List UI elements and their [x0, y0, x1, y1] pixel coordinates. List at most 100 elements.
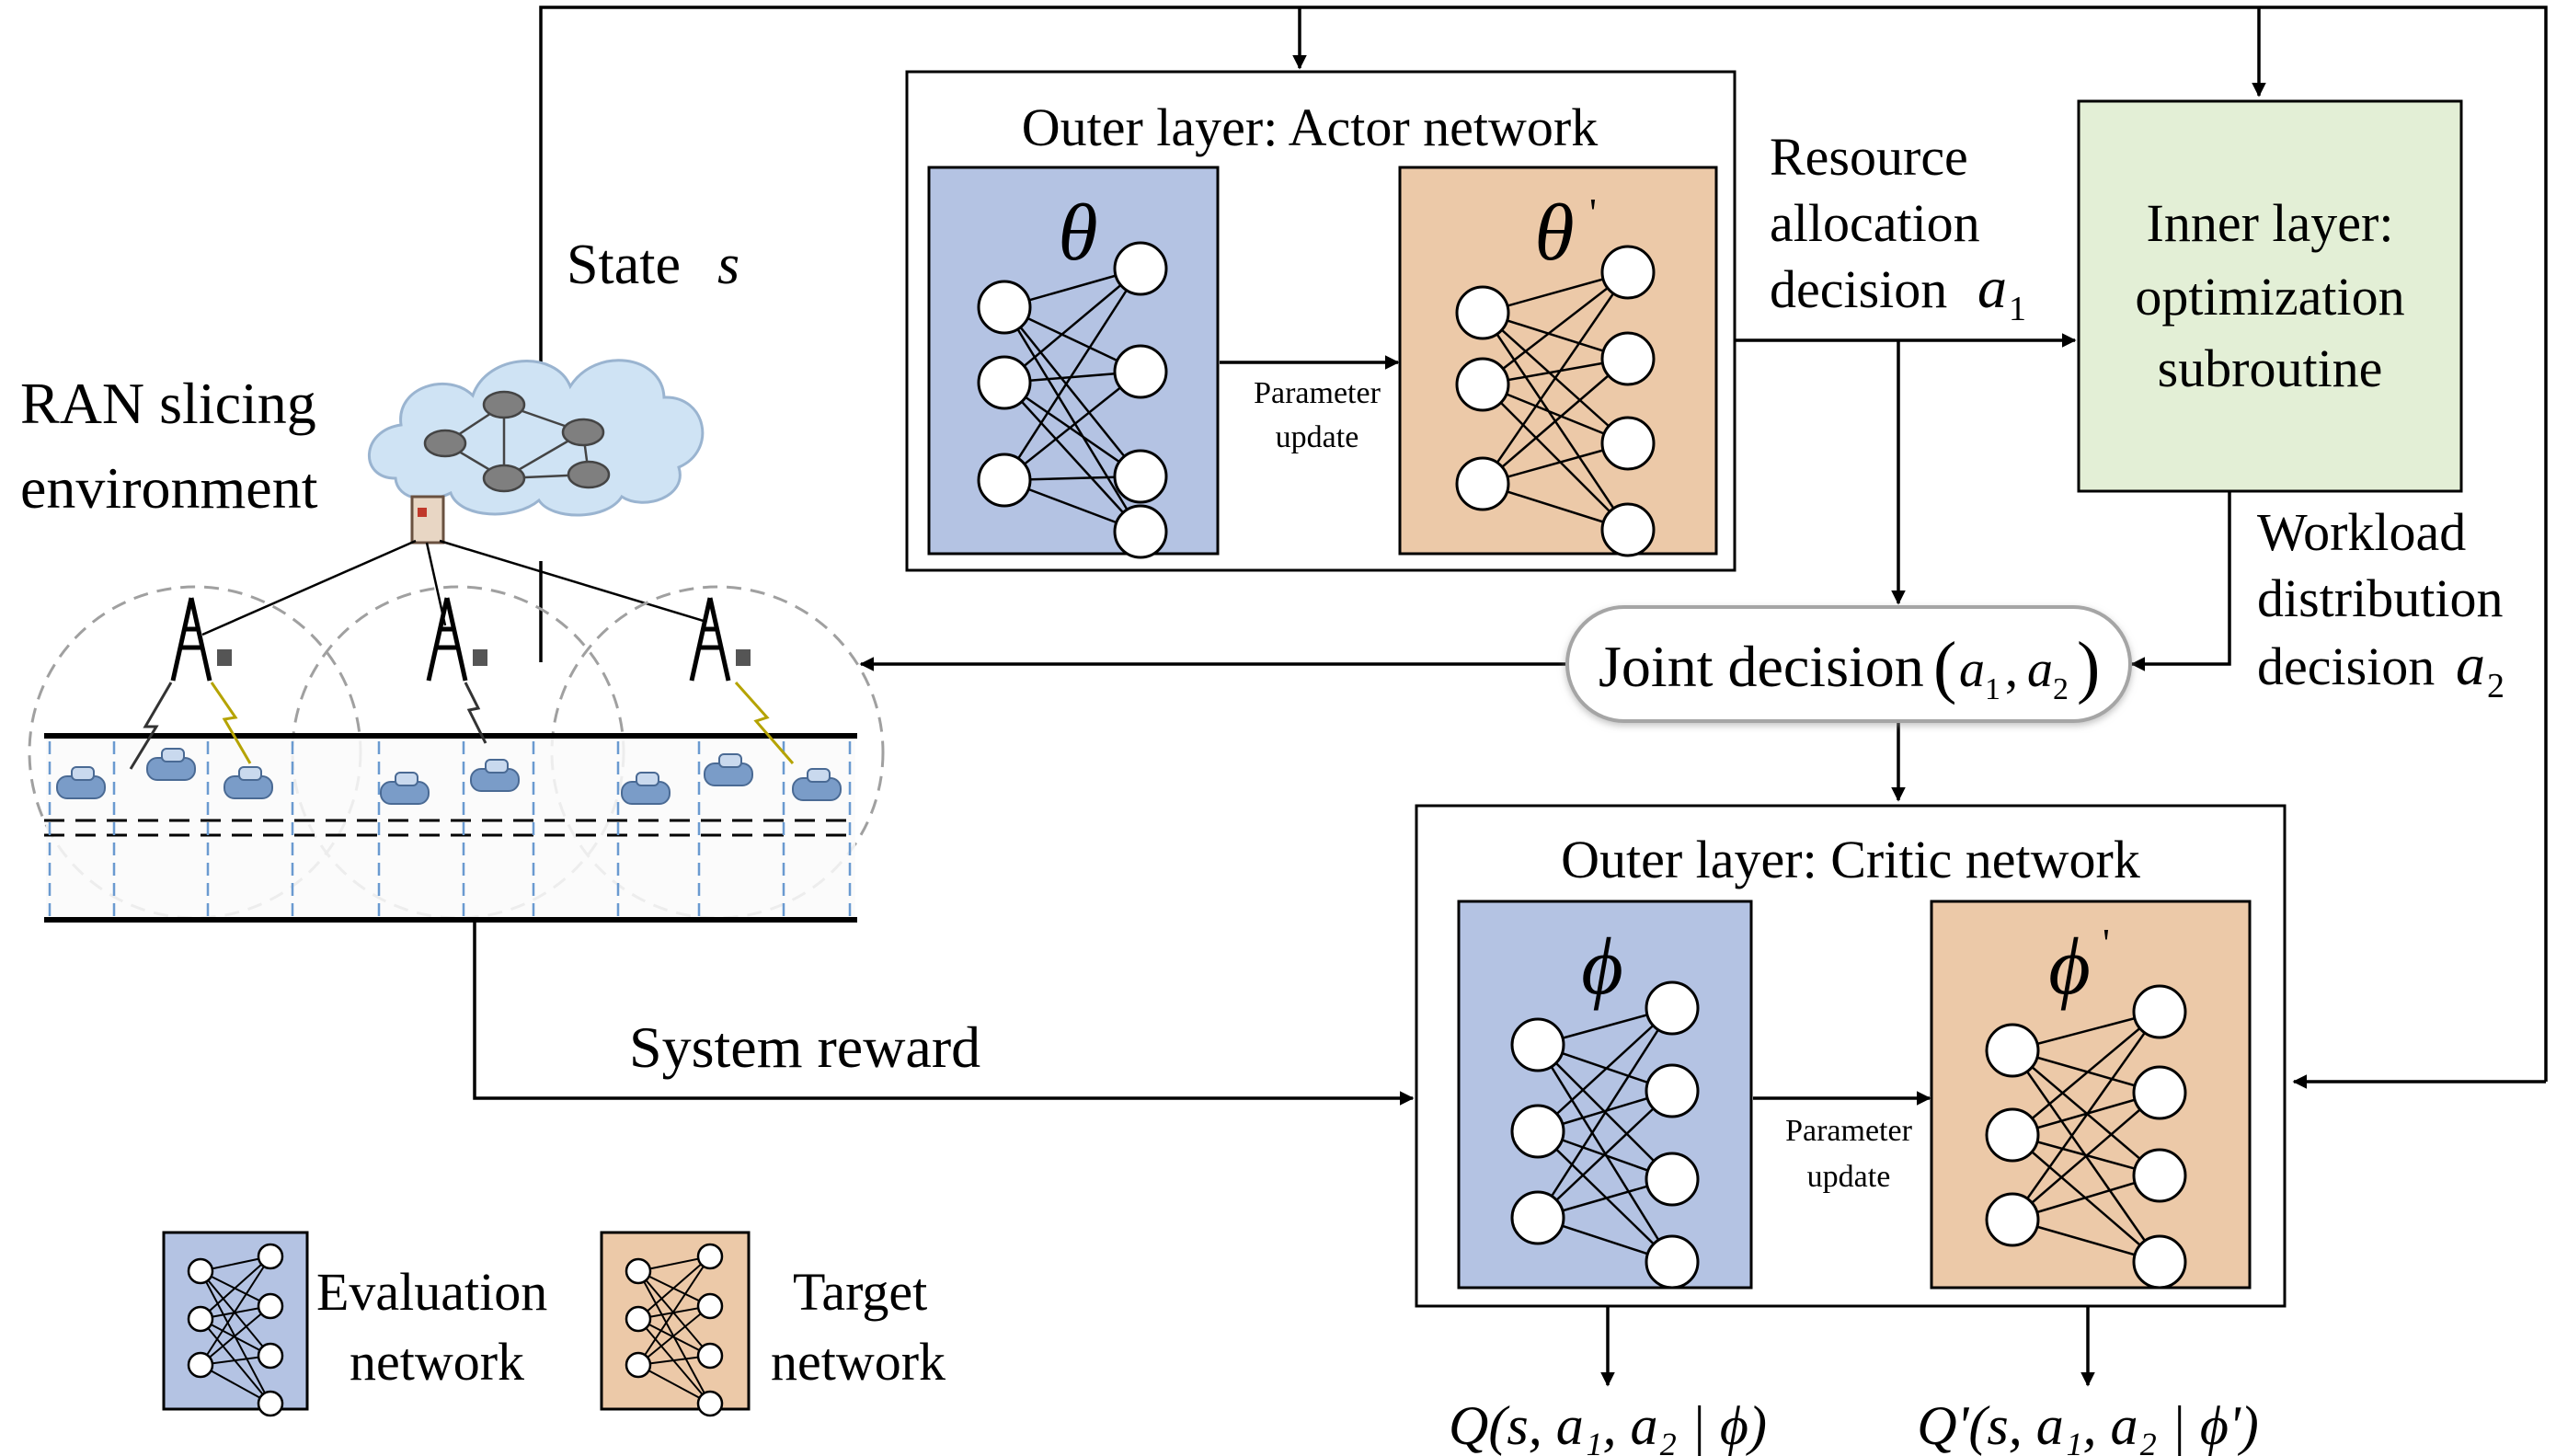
q-output-label: Q(s, a₁, a₂ | ϕ): [1449, 1395, 1767, 1456]
critic-evaluation-box: [1457, 900, 1753, 1290]
state-symbol: s: [717, 234, 739, 296]
actor-target-box: [1398, 166, 1718, 556]
nn-connection: [637, 1255, 711, 1366]
nn-connection: [1003, 382, 1141, 533]
legend-evaluation-line2: network: [350, 1332, 524, 1392]
nn-node: [977, 280, 1032, 335]
inner-line1: Inner layer:: [2147, 193, 2394, 253]
legend-evaluation-line1: Evaluation: [316, 1262, 547, 1322]
nn-connection: [1003, 268, 1142, 481]
ran-environment: [28, 359, 885, 923]
joint-decision-pill: [1565, 605, 2132, 723]
nn-connection: [1482, 271, 1629, 385]
nn-node: [1645, 1234, 1700, 1290]
env-label-line1: RAN slicing: [20, 371, 316, 436]
resource-line1: Resource: [1770, 127, 1968, 187]
resource-line3: decision: [1770, 259, 1947, 319]
nn-node: [2132, 1234, 2187, 1290]
nn-connection: [637, 1364, 711, 1404]
nn-connection: [637, 1305, 711, 1366]
nn-node: [1985, 1192, 2040, 1247]
nn-node: [1455, 357, 1510, 412]
system-reward-label: System reward: [629, 1015, 980, 1080]
critic-eval-nodes: [1510, 980, 1700, 1290]
env-label-line2: environment: [20, 455, 318, 521]
nn-node: [2132, 984, 2187, 1039]
tower-icon: [426, 597, 487, 682]
tower-icon: [689, 597, 751, 682]
nn-node: [696, 1342, 724, 1370]
nn-node: [1985, 1023, 2040, 1078]
nn-node: [696, 1243, 724, 1270]
nn-node: [1600, 245, 1656, 300]
joint-a2-subscript: 2: [2053, 672, 2069, 706]
nn-node: [696, 1390, 724, 1417]
nn-node: [1645, 1063, 1700, 1118]
a2-to-joint-arrow: [2130, 491, 2231, 671]
nn-node: [1985, 1107, 2040, 1163]
nn-node: [1510, 1017, 1565, 1072]
a2-subscript: 2: [2487, 667, 2504, 705]
car-roof: [71, 766, 95, 781]
actor-param-update-line1: Parameter: [1254, 376, 1381, 410]
nn-node: [257, 1390, 284, 1417]
critic-param-update-line2: update: [1807, 1160, 1891, 1194]
nn-connection: [2012, 1092, 2161, 1221]
nn-connection: [1536, 1007, 1674, 1219]
nn-node: [1600, 416, 1656, 471]
nn-connection: [2012, 1011, 2161, 1136]
vehicle-icons: [56, 748, 842, 805]
theta-prime-mark: ': [1589, 190, 1597, 235]
a1-subscript: 1: [2009, 290, 2026, 328]
actor-target-nodes: [1455, 245, 1656, 557]
nn-node: [696, 1292, 724, 1320]
nn-connection: [1537, 1007, 1673, 1132]
nn-node: [625, 1257, 652, 1285]
q-target-output-label: Q'(s, a₁, a₂ | ϕ'): [1917, 1395, 2259, 1456]
nn-node: [1600, 502, 1656, 557]
nn-connection: [200, 1255, 271, 1320]
reward-arrow: [473, 920, 1415, 1106]
nn-node: [1645, 980, 1700, 1036]
a2-symbol: a: [2456, 632, 2485, 697]
nn-node: [1113, 449, 1168, 504]
nn-node: [2132, 1148, 2187, 1203]
nn-node: [1600, 331, 1656, 386]
nn-node: [1510, 1190, 1565, 1245]
theta-symbol: θ: [1058, 189, 1097, 278]
nn-node: [257, 1342, 284, 1370]
legend-evaluation-swatch: [162, 1231, 309, 1411]
critic-param-update-line1: Parameter: [1785, 1114, 1912, 1148]
actor-network: Outer layer: Actor network θ θ ' Paramet…: [905, 70, 1736, 572]
nn-connection: [1003, 306, 1142, 533]
joint-comma: ,: [2005, 641, 2018, 698]
nn-node: [187, 1257, 214, 1285]
joint-a1-subscript: 1: [1985, 672, 2000, 706]
car-roof: [485, 759, 509, 774]
nn-node: [1510, 1104, 1565, 1159]
actor-eval-nodes: [977, 241, 1168, 559]
nn-connection: [200, 1255, 271, 1366]
joint-a1-symbol: a: [1959, 641, 1985, 698]
wireless-link-icons: [129, 681, 795, 770]
legend-target-nodes: [625, 1243, 724, 1417]
phi-symbol: ϕ: [1581, 923, 1623, 1012]
nn-node: [625, 1305, 652, 1333]
a1-symbol: a: [1977, 255, 2007, 320]
actor-evaluation-box: [927, 166, 1220, 556]
inner-line3: subroutine: [2158, 338, 2383, 398]
nn-node: [977, 355, 1032, 410]
nn-node: [977, 453, 1032, 508]
nn-node: [1113, 504, 1168, 559]
flow-lines: [473, 6, 2548, 1387]
nn-connection: [1537, 1130, 1673, 1263]
legend-target-swatch: [600, 1231, 751, 1411]
nn-connection: [1003, 371, 1141, 481]
nn-node: [1113, 241, 1168, 296]
base-station-icons: [170, 597, 751, 682]
nn-node: [1645, 1152, 1700, 1207]
actor-param-update-line2: update: [1276, 420, 1359, 454]
inner-line2: optimization: [2135, 267, 2404, 327]
car-roof: [807, 768, 831, 783]
tower-icon: [170, 597, 232, 682]
